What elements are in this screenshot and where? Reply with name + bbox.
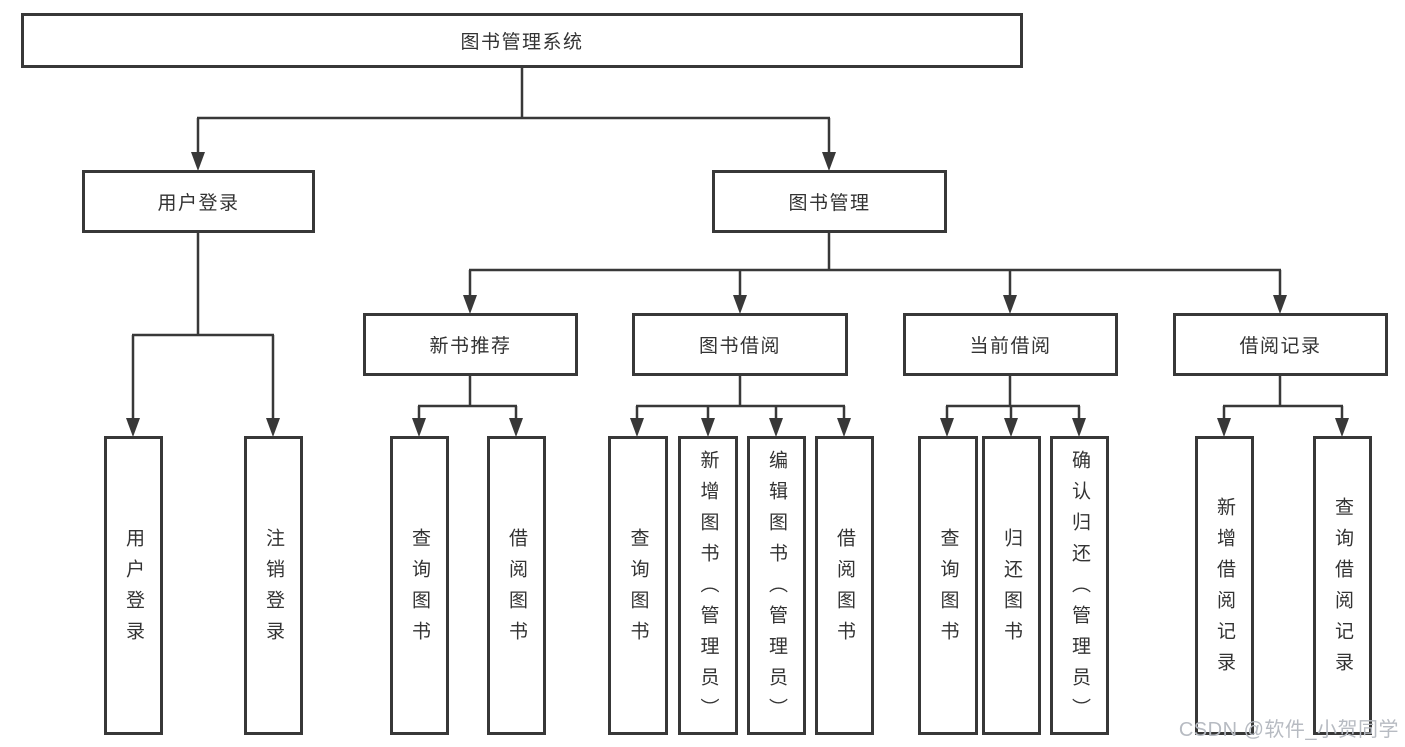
node-current-borrowing: 当前借阅 — [903, 313, 1118, 376]
arrowhead — [463, 295, 477, 314]
leaf-return-books: 归还图书 — [982, 436, 1041, 735]
tree-edges — [131, 68, 1344, 422]
node-user-login: 用户登录 — [82, 170, 315, 233]
arrowhead — [733, 295, 747, 314]
arrowhead — [837, 418, 851, 437]
arrowhead — [940, 418, 954, 437]
arrowheads — [126, 152, 1349, 437]
node-book-management: 图书管理 — [712, 170, 947, 233]
arrowhead — [630, 418, 644, 437]
leaf-add-books-admin: 新增图书（管理员） — [678, 436, 738, 735]
arrowhead — [822, 152, 836, 171]
arrowhead — [412, 418, 426, 437]
leaf-user-login: 用户登录 — [104, 436, 163, 735]
arrowhead — [1072, 418, 1086, 437]
leaf-add-borrow-record: 新增借阅记录 — [1195, 436, 1254, 735]
leaf-query-books-current: 查询图书 — [918, 436, 978, 735]
node-borrowing-records: 借阅记录 — [1173, 313, 1388, 376]
arrowhead — [1003, 295, 1017, 314]
arrowhead — [701, 418, 715, 437]
arrowhead — [266, 418, 280, 437]
node-library-management-system: 图书管理系统 — [21, 13, 1023, 68]
leaf-query-books-recommend: 查询图书 — [390, 436, 449, 735]
arrowhead — [1004, 418, 1018, 437]
arrowhead — [1217, 418, 1231, 437]
arrowhead — [1273, 295, 1287, 314]
leaf-edit-books-admin: 编辑图书（管理员） — [747, 436, 806, 735]
watermark: CSDN @软件_小贺同学 — [1178, 719, 1399, 741]
arrowhead — [509, 418, 523, 437]
node-book-borrowing: 图书借阅 — [632, 313, 848, 376]
leaf-confirm-return-admin: 确认归还（管理员） — [1050, 436, 1109, 735]
leaf-logout: 注销登录 — [244, 436, 303, 735]
leaf-borrow-books-recommend: 借阅图书 — [487, 436, 546, 735]
arrowhead — [191, 152, 205, 171]
leaf-borrow-books: 借阅图书 — [815, 436, 874, 735]
leaf-query-books-borrowing: 查询图书 — [608, 436, 668, 735]
node-new-book-recommendation: 新书推荐 — [363, 313, 578, 376]
arrowhead — [769, 418, 783, 437]
arrowhead — [126, 418, 140, 437]
leaf-query-borrow-record: 查询借阅记录 — [1313, 436, 1372, 735]
arrowhead — [1335, 418, 1349, 437]
